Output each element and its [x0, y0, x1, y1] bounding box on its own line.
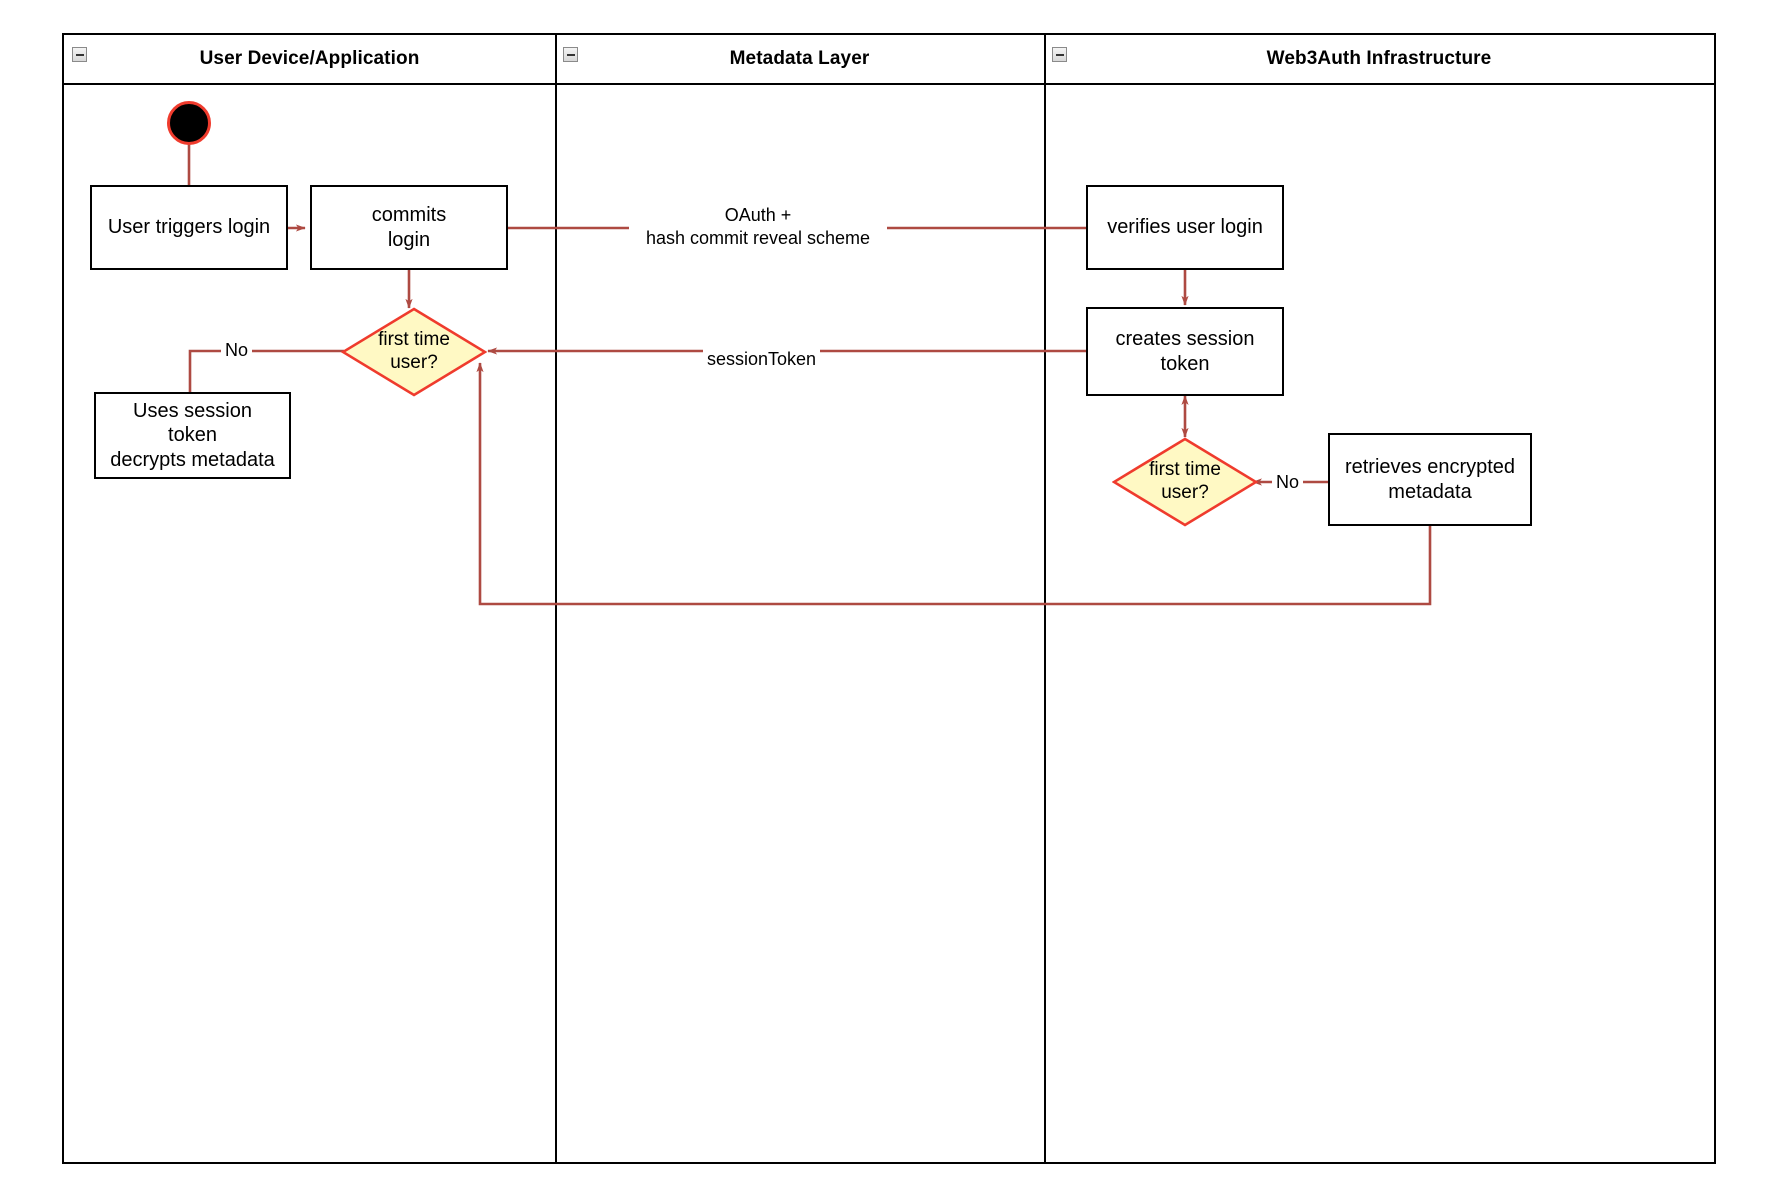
- lane-title-web3auth: Web3Auth Infrastructure: [1266, 48, 1492, 69]
- edge-label-no-right: No: [1272, 471, 1304, 494]
- lane-title-user-device: User Device/Application: [199, 48, 420, 69]
- collapse-minus-icon[interactable]: [1052, 47, 1067, 62]
- activity-retrieves-encrypted-metadata[interactable]: retrieves encrypted metadata: [1328, 433, 1532, 526]
- lane-header-metadata-layer: Metadata Layer: [555, 35, 1044, 85]
- activity-commits-login[interactable]: commits login: [310, 185, 508, 270]
- activity-label: verifies user login: [1107, 216, 1263, 239]
- activity-label-line-2: token: [168, 424, 217, 447]
- activity-label-line-2: login: [387, 228, 431, 251]
- lane-divider-1: [555, 35, 557, 1162]
- edge-label-session-token: sessionToken: [703, 348, 821, 371]
- initial-node[interactable]: [167, 101, 211, 145]
- activity-label-line-1: creates session: [1115, 328, 1255, 351]
- activity-label-line-1: retrieves encrypted: [1344, 456, 1516, 479]
- lane-divider-2: [1044, 35, 1046, 1162]
- edge-label-line-2: hash commit reveal scheme: [645, 227, 871, 248]
- lane-header-web3auth: Web3Auth Infrastructure: [1044, 35, 1714, 85]
- activity-label-line-1: commits: [371, 204, 447, 227]
- activity-label: User triggers login: [107, 216, 271, 239]
- lane-title-metadata-layer: Metadata Layer: [729, 48, 870, 69]
- activity-label-line-2: token: [1160, 352, 1210, 375]
- activity-label-line-1: Uses session: [133, 399, 252, 422]
- lane-header-user-device: User Device/Application: [64, 35, 555, 85]
- edge-label-oauth: OAuth + hash commit reveal scheme: [629, 204, 887, 249]
- activity-uses-session-token[interactable]: Uses session token decrypts metadata: [94, 392, 291, 479]
- collapse-minus-icon[interactable]: [72, 47, 87, 62]
- activity-verifies-user-login[interactable]: verifies user login: [1086, 185, 1284, 270]
- decision-first-time-user-left[interactable]: first time user?: [341, 307, 487, 397]
- edge-label-line-1: OAuth +: [724, 205, 792, 225]
- activity-creates-session-token[interactable]: creates session token: [1086, 307, 1284, 396]
- edge-label-no-left: No: [221, 339, 253, 362]
- collapse-minus-icon[interactable]: [563, 47, 578, 62]
- activity-user-triggers-login[interactable]: User triggers login: [90, 185, 288, 270]
- activity-label-line-2: metadata: [1388, 480, 1472, 503]
- decision-first-time-user-right[interactable]: first time user?: [1112, 437, 1258, 527]
- activity-label-line-3: decrypts metadata: [110, 448, 275, 471]
